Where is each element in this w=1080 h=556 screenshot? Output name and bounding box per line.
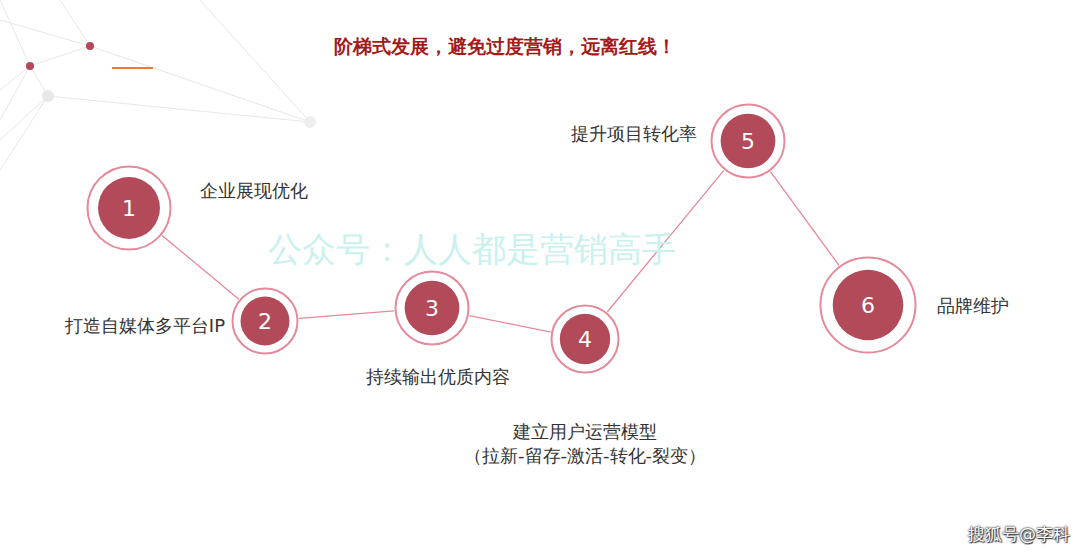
step-number: 1	[86, 165, 172, 251]
connector	[162, 235, 239, 299]
step-label: 品牌维护	[937, 294, 1009, 318]
title: 阶梯式发展，避免过度营销，远离红线！	[0, 34, 1010, 60]
source-watermark: 搜狐号@李科	[968, 523, 1070, 546]
step-label: 持续输出优质内容	[366, 365, 510, 389]
step-circle: 4建立用户运营模型（拉新-留存-激活-转化-裂变）	[550, 304, 620, 374]
step-circle: 3持续输出优质内容	[394, 270, 470, 346]
watermark: 公众号：人人都是营销高手	[268, 227, 676, 273]
step-number: 4	[550, 304, 620, 374]
step-number: 6	[819, 256, 917, 354]
step-label: 企业展现优化	[200, 179, 308, 203]
connector	[469, 316, 550, 333]
step-circle: 2打造自媒体多平台IP	[231, 287, 299, 355]
step-label: 提升项目转化率	[571, 122, 697, 146]
step-circle: 5提升项目转化率	[710, 103, 786, 179]
step-label: 打造自媒体多平台IP	[65, 314, 225, 338]
step-number: 3	[394, 270, 470, 346]
step-number: 2	[231, 287, 299, 355]
step-label: （拉新-留存-激活-转化-裂变）	[464, 444, 706, 468]
connector	[299, 311, 394, 318]
step-label: 建立用户运营模型	[513, 420, 657, 444]
step-number: 5	[710, 103, 786, 179]
connector	[770, 172, 839, 266]
step-circle: 6品牌维护	[819, 256, 917, 354]
step-circle: 1企业展现优化	[86, 165, 172, 251]
